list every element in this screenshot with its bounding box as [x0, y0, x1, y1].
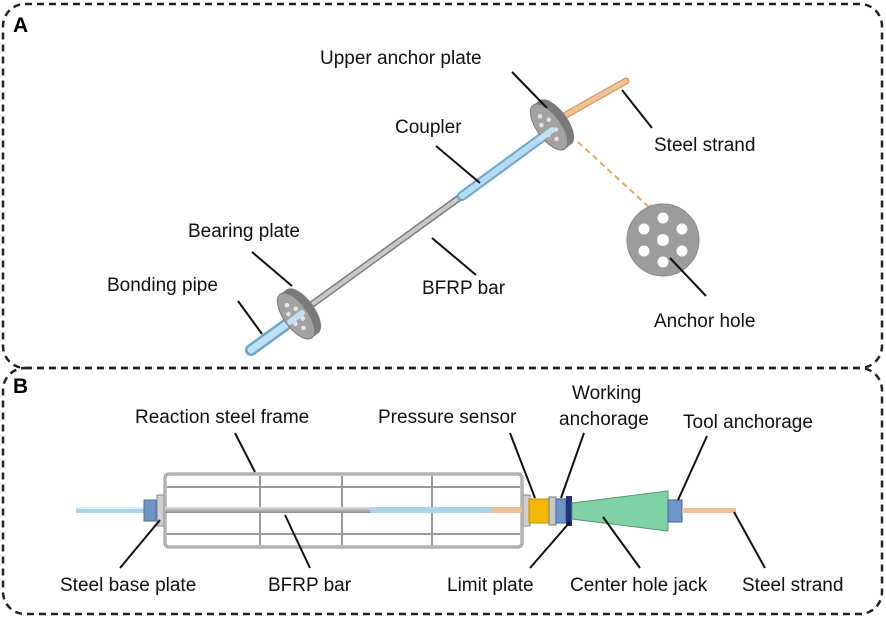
label-bearing-plate: Bearing plate [188, 221, 300, 242]
panel-a-letter: A [13, 14, 28, 37]
limit-plate [566, 496, 572, 526]
bonding-pipe-left-b [76, 507, 146, 513]
center-hole-jack [571, 490, 669, 532]
label-working-anchorage-line2: anchorage [559, 409, 649, 430]
leader-lines-a [237, 71, 707, 335]
label-upper-anchor-plate: Upper anchor plate [320, 48, 482, 69]
label-bonding-pipe: Bonding pipe [107, 275, 218, 296]
label-steel-base-plate: Steel base plate [60, 575, 196, 596]
coupler [457, 128, 553, 201]
label-anchor-hole: Anchor hole [654, 311, 755, 332]
panel-b-border [1, 366, 884, 616]
label-limit-plate: Limit plate [447, 575, 534, 596]
label-tool-anchorage: Tool anchorage [683, 412, 813, 433]
bonding-pipe-end [287, 310, 305, 325]
bfrp-bar-a [292, 186, 474, 320]
coupler-end [537, 127, 555, 142]
steel-strand-b-outer [682, 508, 736, 513]
label-working-anchorage-line1: Working [572, 383, 641, 404]
pressure-sensor [528, 498, 550, 524]
bonding-pipe-right-b [370, 507, 492, 513]
panel-b-letter: B [13, 375, 28, 398]
label-steel-strand-b: Steel strand [742, 575, 843, 596]
leader-lines-b [119, 432, 766, 569]
pressure-sensor-plate [548, 496, 557, 526]
label-center-hole-jack: Center hole jack [570, 575, 708, 596]
anchor-hole-disk [626, 203, 700, 277]
tool-anchorage [667, 499, 683, 523]
label-coupler: Coupler [395, 117, 462, 138]
label-bfrp-bar-b: BFRP bar [268, 575, 352, 596]
steel-strand-b-inner [492, 507, 522, 513]
steel-base-plate [143, 499, 157, 522]
bfrp-bar-b [165, 507, 375, 513]
label-bfrp-bar-a: BFRP bar [422, 278, 506, 299]
label-steel-strand-a: Steel strand [654, 135, 755, 156]
upper-anchor-plate [529, 99, 575, 151]
anchor-hole-pointer [577, 141, 656, 214]
working-anchorage [555, 498, 567, 524]
label-reaction-steel-frame: Reaction steel frame [135, 407, 309, 428]
label-pressure-sensor: Pressure sensor [378, 407, 517, 428]
